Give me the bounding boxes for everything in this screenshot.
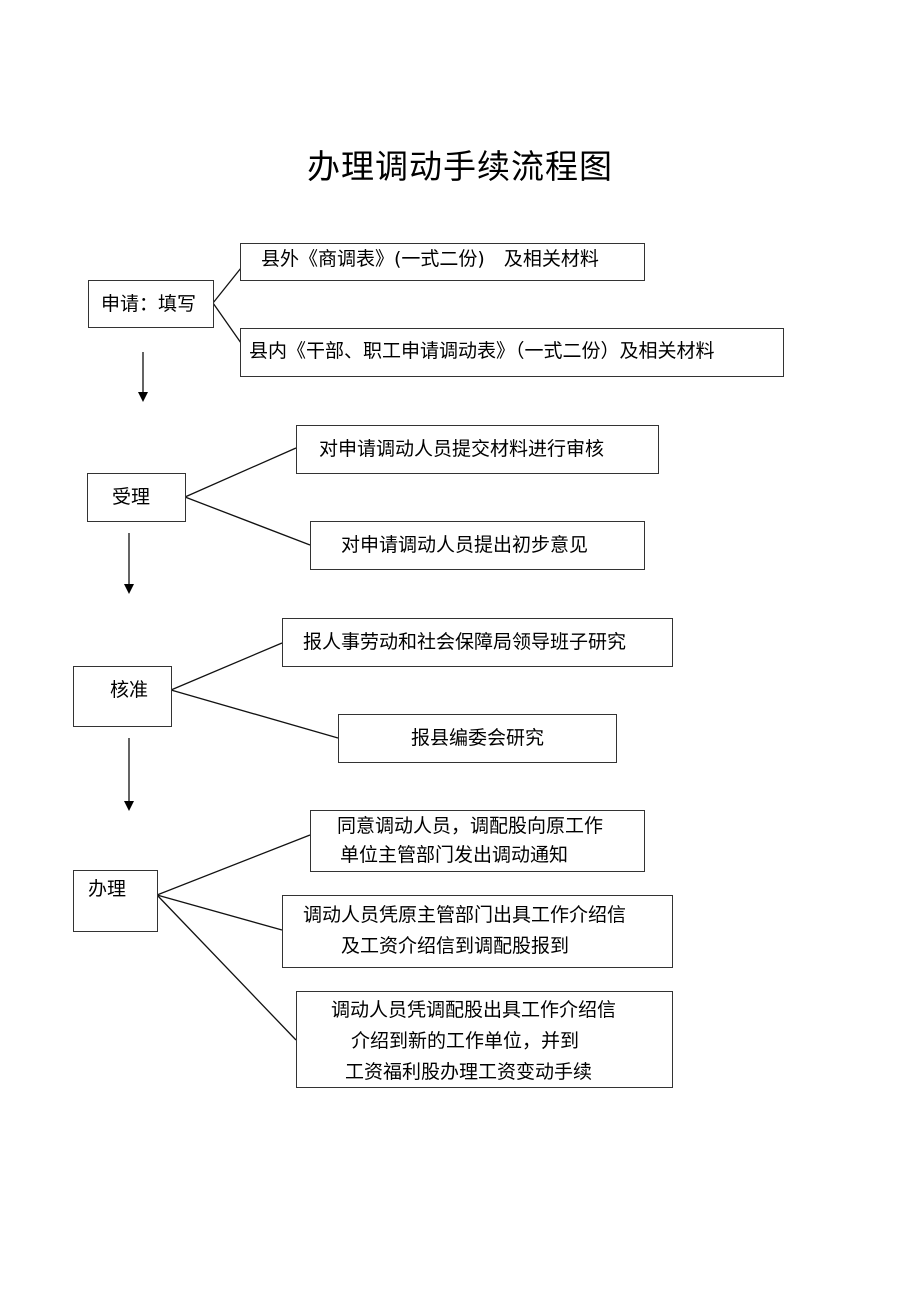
stage-box-accept: 受理 [87,473,186,522]
step-text-line: 工资福利股办理工资变动手续 [345,1061,593,1083]
arrow-down-icon [124,801,134,811]
stage-label: 办理 [88,878,127,900]
step-box: 调动人员凭原主管部门出具工作介绍信 及工资介绍信到调配股报到 [282,895,673,968]
connector-line [156,834,311,896]
step-box: 报人事劳动和社会保障局领导班子研究 [282,618,673,667]
stage-box-approve: 核准 [73,666,172,727]
connector-line [156,894,283,931]
stage-box-apply: 申请：填写 [88,280,214,328]
connector-line [184,496,311,546]
step-text: 对申请调动人员提交材料进行审核 [319,438,605,460]
step-box: 报县编委会研究 [338,714,617,763]
connector-line [156,894,297,1041]
connector-line [170,689,339,739]
stage-label: 受理 [112,486,151,508]
step-box: 同意调动人员，调配股向原工作 单位主管部门发出调动通知 [310,810,645,872]
step-text-line: 单位主管部门发出调动通知 [340,844,569,866]
step-text-line: 同意调动人员，调配股向原工作 [337,815,604,837]
connector-line [212,302,242,344]
step-box: 对申请调动人员提出初步意见 [310,521,645,570]
step-text-line: 介绍到新的工作单位，并到 [351,1030,580,1052]
step-text: 县外《商调表》(一式二份) 及相关材料 [261,248,599,270]
step-text: 县内《干部、职工申请调动表》（一式二份）及相关材料 [249,340,715,362]
connector-line [170,642,283,691]
step-box: 对申请调动人员提交材料进行审核 [296,425,659,474]
connector-line [212,267,242,304]
step-text: 报县编委会研究 [411,727,545,749]
step-text-line: 调动人员凭调配股出具工作介绍信 [331,999,617,1021]
step-text: 报人事劳动和社会保障局领导班子研究 [303,631,627,653]
stage-box-process: 办理 [73,870,158,932]
stage-label: 申请：填写 [101,293,197,315]
connector-line [184,447,297,498]
step-box: 县内《干部、职工申请调动表》（一式二份）及相关材料 [240,328,784,377]
step-text: 对申请调动人员提出初步意见 [341,534,589,556]
arrow-down-icon [124,584,134,594]
stage-label: 核准 [110,679,149,701]
step-box: 调动人员凭调配股出具工作介绍信 介绍到新的工作单位，并到 工资福利股办理工资变动… [296,991,673,1088]
step-text-line: 及工资介绍信到调配股报到 [341,935,570,957]
step-box: 县外《商调表》(一式二份) 及相关材料 [240,243,645,281]
arrow-down-icon [138,392,148,402]
page-title: 办理调动手续流程图 [307,147,613,186]
step-text-line: 调动人员凭原主管部门出具工作介绍信 [303,904,627,926]
